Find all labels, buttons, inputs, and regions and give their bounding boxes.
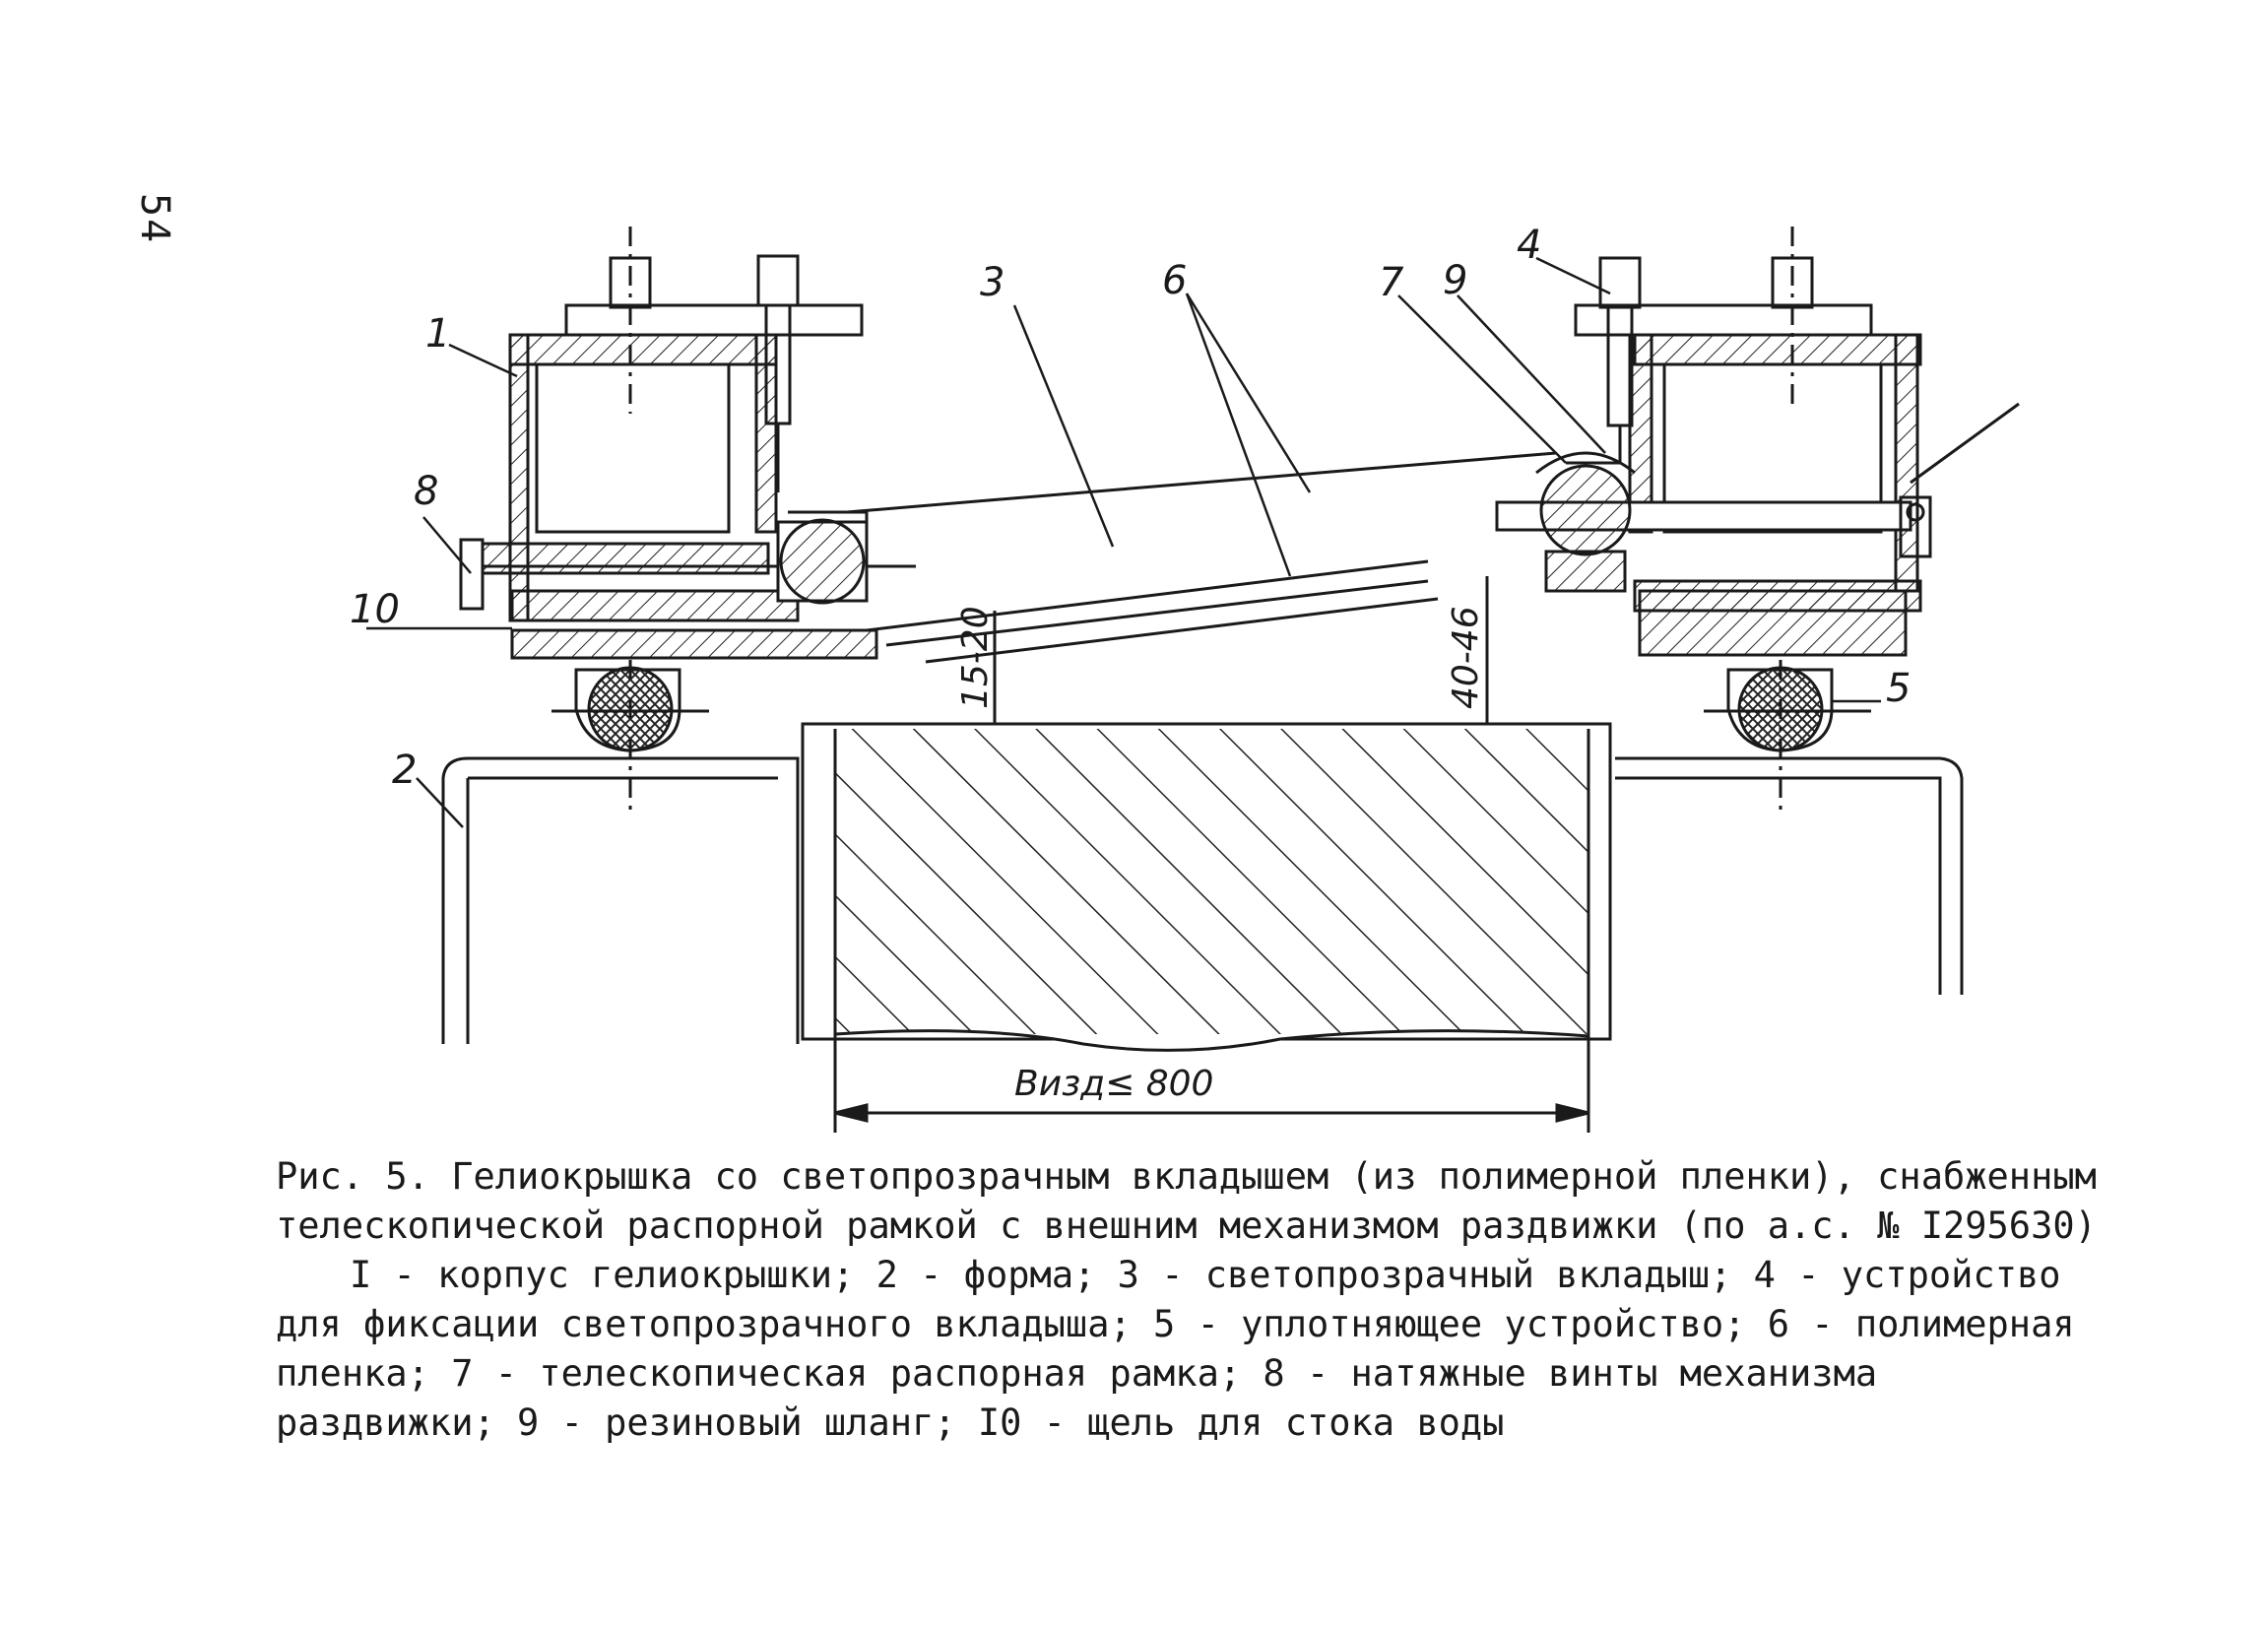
callout-9: 9: [1443, 258, 1467, 303]
caption-title: Рис. 5. Гелиокрышка со светопрозрачным в…: [276, 1155, 2097, 1247]
callout-7: 7: [1379, 260, 1404, 305]
callout-2: 2: [392, 748, 417, 793]
callout-5: 5: [1886, 666, 1911, 711]
callout-3: 3: [980, 260, 1004, 305]
callout-10: 10: [350, 587, 400, 632]
dimension-lines: [834, 576, 1589, 1123]
left-seal: [551, 660, 709, 817]
right-housing: [1495, 303, 2020, 657]
callout-4: 4: [1517, 223, 1541, 268]
leader-lines: [366, 256, 1881, 828]
left-housing: [459, 303, 916, 660]
figure-caption: Рис. 5. Гелиокрышка со светопрозрачным в…: [276, 1152, 2098, 1448]
callout-8: 8: [414, 469, 438, 514]
right-form-wall: [1615, 756, 1964, 995]
technical-drawing: 1 2 3 4 5 6 7 9 8 10 15-20 40-46 Bизд≤ 8…: [350, 223, 2020, 1133]
dim-gap-right: 40-46: [1446, 606, 1486, 709]
dim-gap-left: 15-20: [955, 606, 996, 709]
right-bolts: [1566, 227, 1814, 465]
light-insert: [846, 451, 1557, 664]
caption-legend: I - корпус гелиокрышки; 2 - форма; 3 - с…: [276, 1254, 2075, 1444]
callout-6: 6: [1162, 258, 1187, 303]
left-bolts: [609, 227, 800, 492]
dim-width: Bизд≤ 800: [1014, 1064, 1213, 1104]
right-seal: [1704, 660, 1871, 817]
product-block: [801, 722, 1612, 1133]
left-form-wall: [441, 756, 800, 1044]
callout-1: 1: [425, 311, 450, 357]
